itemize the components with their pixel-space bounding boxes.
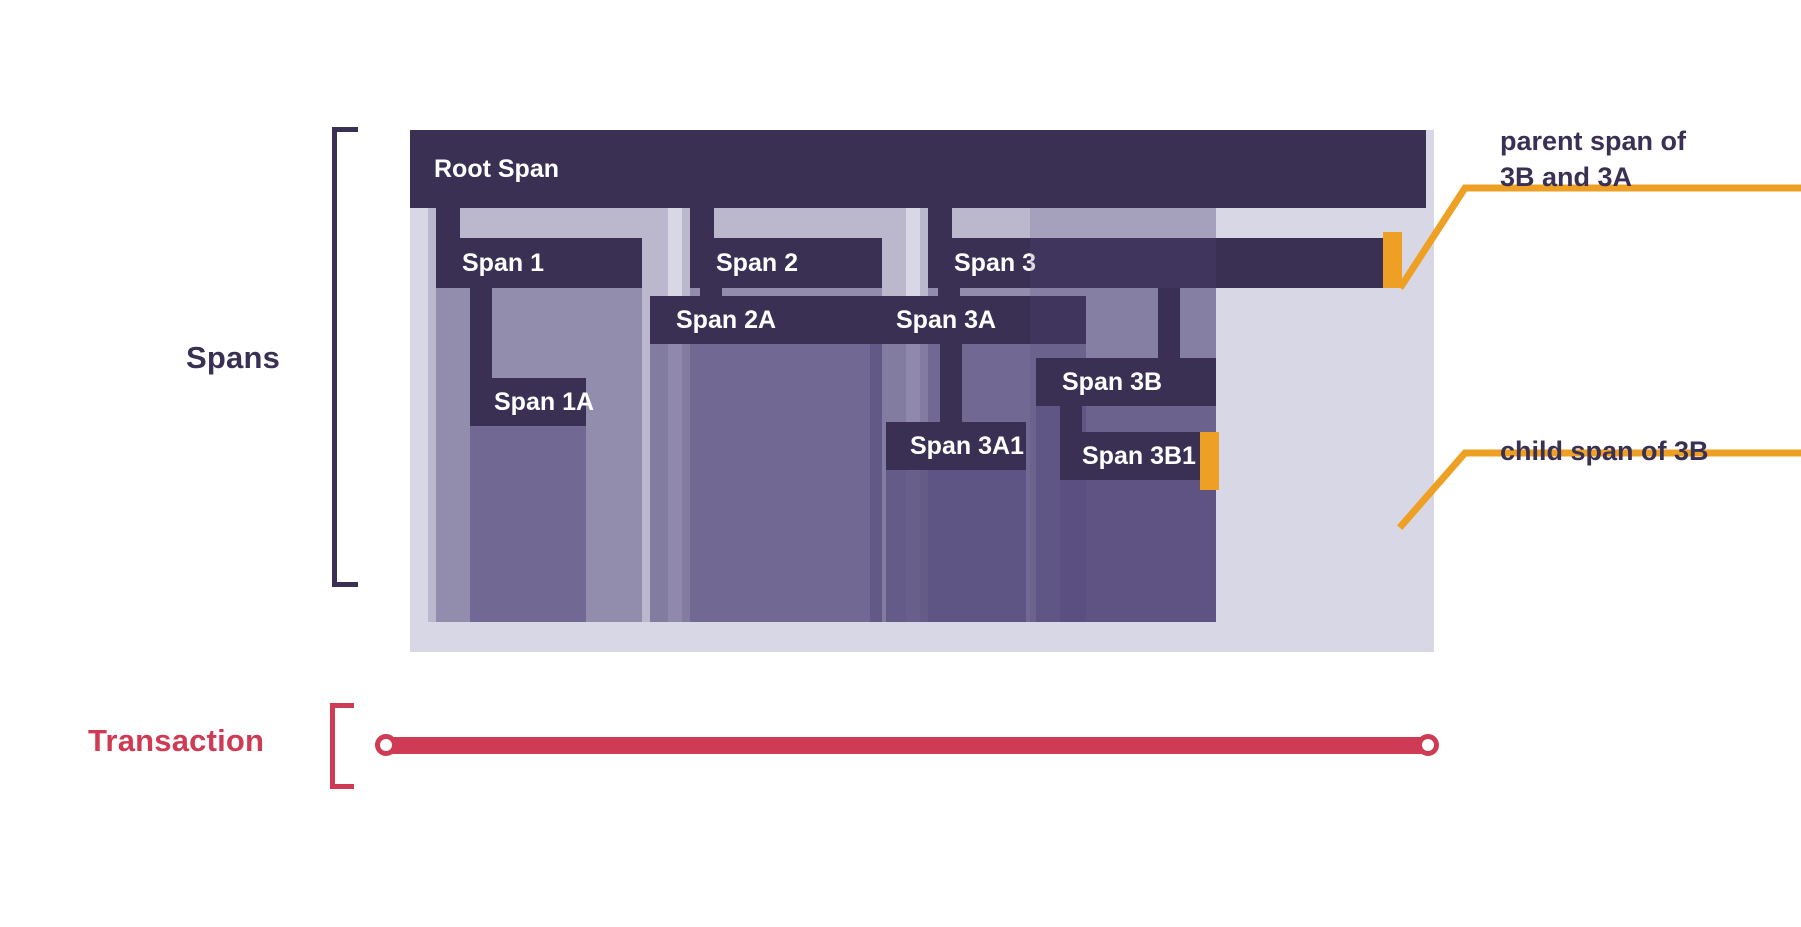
transaction-start-endpoint[interactable] (375, 734, 397, 756)
span-bar-span-3a1-label: Span 3A1 (910, 431, 1024, 460)
spans-canvas: Root Span Span 1 Span 1A Span 2 Span 2 (410, 130, 1434, 652)
span-3a1-body (886, 470, 1026, 622)
connector-root-to-span-3 (928, 208, 952, 238)
transaction-duration-bar[interactable] (392, 737, 1432, 754)
leader-line-parent-span (1397, 184, 1801, 290)
transaction-section-label: Transaction (88, 723, 265, 758)
span-bar-span-2a-label: Span 2A (676, 305, 777, 334)
span-2a-body (650, 344, 882, 622)
transaction-bracket (330, 703, 354, 789)
span-bar-span-3b1[interactable]: Span 3B1 (1060, 432, 1216, 480)
connector-root-to-span-2 (690, 208, 714, 238)
annotation-child-span-line1: child span of 3B (1500, 436, 1709, 466)
annotation-parent-span-line1: parent span of (1500, 126, 1687, 156)
transaction-end-endpoint[interactable] (1417, 734, 1439, 756)
span-bar-span-2-label: Span 2 (716, 248, 798, 277)
connector-span-3-to-3b (1158, 288, 1180, 370)
annotation-child-span: child span of 3B (1500, 434, 1709, 470)
marker-parent-span[interactable] (1383, 232, 1402, 288)
span-bar-span-1[interactable]: Span 1 (436, 238, 642, 288)
span-bar-root-label: Root Span (434, 154, 559, 183)
spans-section-label: Spans (186, 340, 281, 375)
connector-root-to-span-1 (436, 208, 460, 238)
annotation-parent-span-line2: 3B and 3A (1500, 161, 1633, 192)
spans-bracket (332, 127, 358, 587)
span-bar-span-1a[interactable]: Span 1A (470, 378, 594, 426)
span-bar-span-2[interactable]: Span 2 (690, 238, 882, 288)
span-bar-root[interactable]: Root Span (410, 130, 1426, 208)
span-bar-span-3b-label: Span 3B (1062, 367, 1163, 396)
span-bar-span-1-label: Span 1 (462, 248, 544, 277)
annotation-parent-span: parent span of 3B and 3A (1500, 124, 1686, 195)
span-3b1-body (1060, 480, 1216, 622)
leader-line-child-span (1397, 449, 1801, 530)
span-bar-span-2a[interactable]: Span 2A (650, 296, 882, 344)
marker-child-span[interactable] (1200, 432, 1219, 490)
span-bar-span-3a1[interactable]: Span 3A1 (886, 422, 1026, 470)
span-bar-span-3b[interactable]: Span 3B (1036, 358, 1216, 406)
span-bar-span-1a-label: Span 1A (494, 387, 595, 416)
span-bar-span-3-label: Span 3 (954, 248, 1036, 277)
span-bar-span-3b1-label: Span 3B1 (1082, 441, 1196, 470)
span-1a-body (470, 426, 586, 622)
span-bar-span-3a-label: Span 3A (896, 305, 997, 334)
